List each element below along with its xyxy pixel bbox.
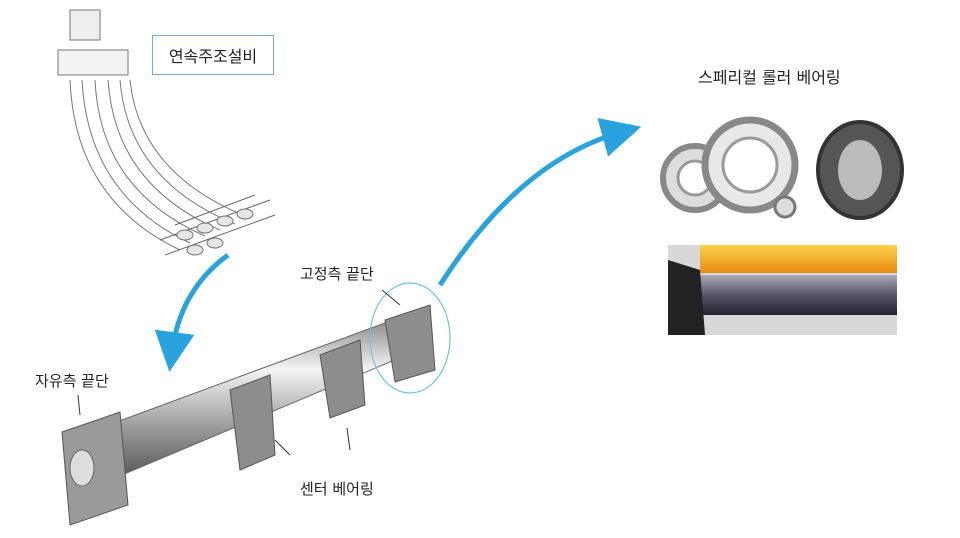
free-end-label: 자유측 끝단 [35, 372, 109, 390]
fixed-end-highlight [369, 282, 451, 394]
continuous-caster-label: 연속주조설비 [152, 35, 274, 75]
roller-assembly-illustration [61, 282, 451, 526]
spherical-bearing-photo [660, 116, 904, 220]
arrow-caster-to-roller [154, 252, 230, 372]
continuous-caster-illustration [57, 9, 276, 256]
center-bearing-label: 센터 베어링 [300, 480, 374, 498]
arrow-fixed-end-to-bearing [437, 118, 642, 287]
spherical-bearing-label: 스페리컬 롤러 베어링 [698, 68, 841, 87]
fixed-end-label: 고정측 끝단 [300, 265, 374, 283]
roller-line-photo [668, 245, 897, 335]
